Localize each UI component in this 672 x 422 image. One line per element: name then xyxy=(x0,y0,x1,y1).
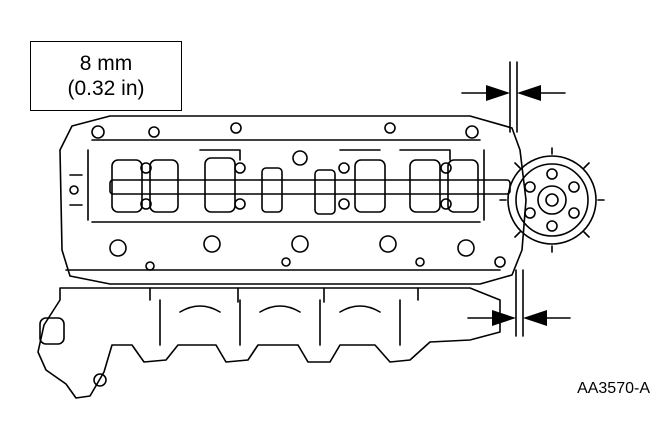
measurement-metric: 8 mm xyxy=(79,52,133,75)
camshaft-assembly xyxy=(109,149,511,215)
cam-sprocket xyxy=(499,147,605,253)
measurement-callout: 8 mm (0.32 in) xyxy=(30,41,182,111)
cylinder-head-outline xyxy=(59,115,527,285)
figure-id-label: AA3570-A xyxy=(577,380,650,397)
measurement-imperial: (0.32 in) xyxy=(67,77,145,100)
bolt-heads xyxy=(69,122,506,271)
dimension-arrows xyxy=(461,85,571,326)
measurement-lines xyxy=(509,61,524,337)
manifold-body xyxy=(37,287,501,399)
